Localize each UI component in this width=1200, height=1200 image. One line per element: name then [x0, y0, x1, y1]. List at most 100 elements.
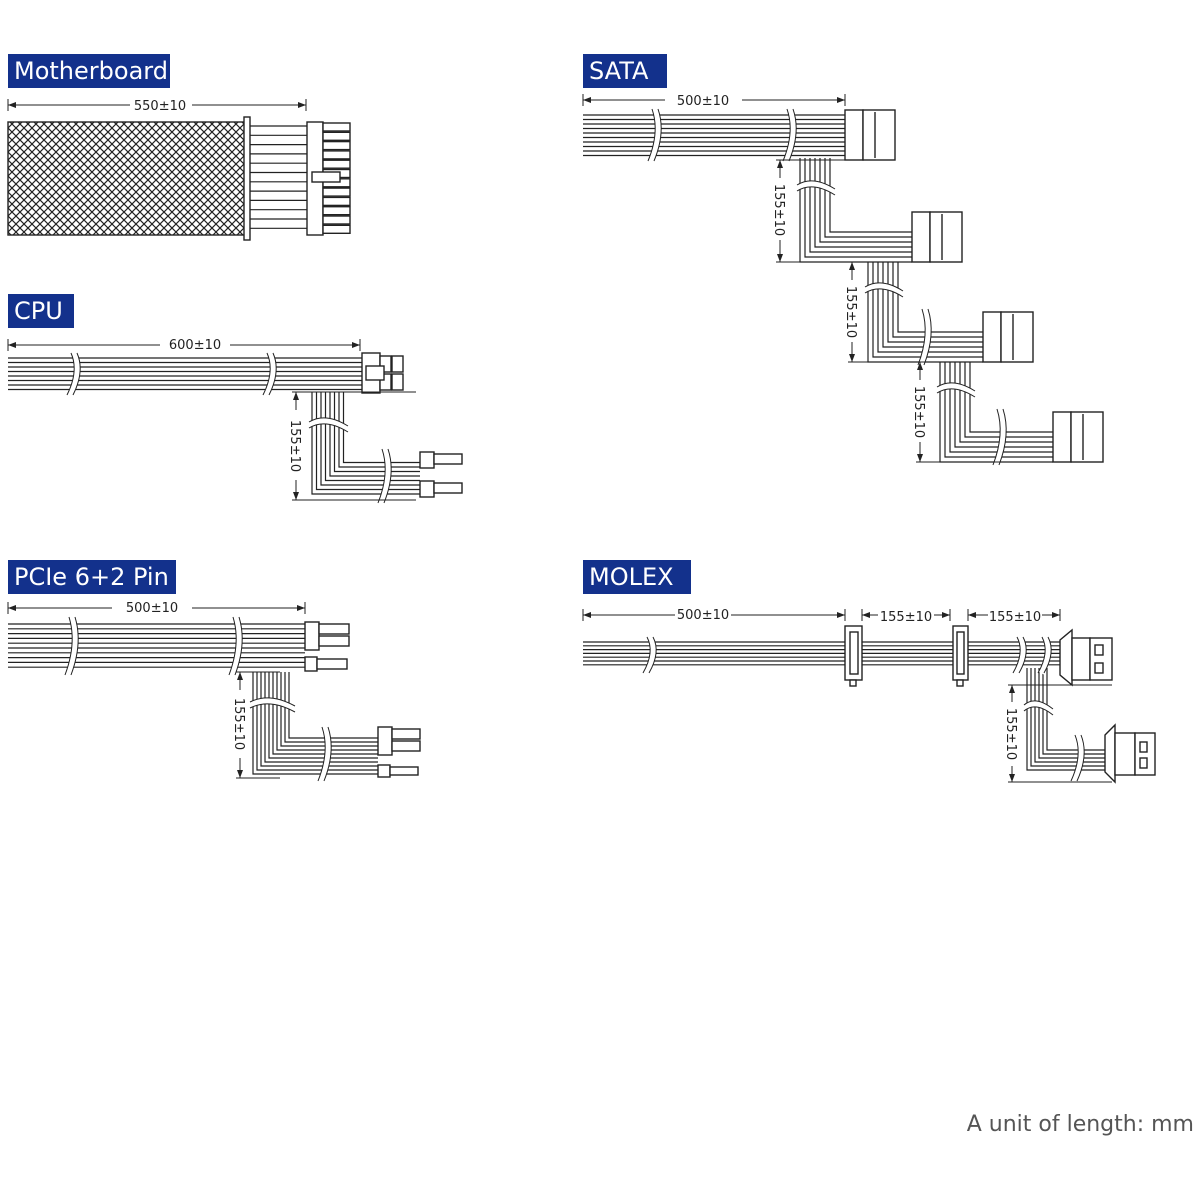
branch-wire — [256, 672, 378, 771]
branch-wire — [1030, 668, 1105, 767]
pcie-length-dim: 500±10 — [126, 601, 178, 616]
connector-pin — [391, 740, 421, 752]
sata-connector-plug — [1070, 411, 1104, 463]
branch-wire — [280, 672, 378, 747]
branch-wire — [944, 362, 1053, 458]
sata-connector-plug — [862, 109, 896, 161]
connector-housing — [304, 621, 320, 651]
connector-tab — [849, 679, 857, 687]
sata-connector-body — [911, 211, 931, 263]
wire-break-mark — [1071, 733, 1085, 783]
connector-pin — [391, 728, 421, 740]
connector-pin — [391, 355, 404, 373]
branch-wire — [315, 392, 420, 491]
connector-pin — [322, 159, 351, 169]
sata-branch-dim-1: 155±10 — [771, 184, 786, 236]
wire-break-mark — [249, 697, 296, 713]
wire-break-mark — [1037, 636, 1052, 674]
connector-tab — [956, 679, 964, 687]
connector-pin — [322, 215, 351, 225]
wire-break-mark — [935, 382, 977, 397]
branch-wire — [342, 392, 420, 464]
wire-break-mark — [918, 308, 932, 367]
branch-wire — [284, 672, 378, 743]
molex-segment-dim-2: 155±10 — [989, 610, 1041, 625]
connector-housing — [419, 480, 435, 498]
connector-pin — [322, 196, 351, 207]
unit-note: A unit of length: mm — [966, 1112, 1194, 1137]
sata-branch-dim-3: 155±10 — [911, 386, 926, 438]
cpu-branch-dim: 155±10 — [287, 420, 302, 472]
branch-wire — [829, 158, 912, 233]
branch-wire — [276, 672, 378, 751]
wire-break-mark — [863, 282, 905, 297]
branch-wire — [964, 362, 1053, 438]
cpu-length-dim: 600±10 — [169, 338, 221, 353]
molex-pin — [1139, 741, 1148, 753]
wire-break-mark — [65, 616, 79, 677]
wire-break-mark — [64, 616, 79, 676]
connector-pin — [322, 150, 351, 160]
wire-break-mark — [229, 616, 243, 677]
wire-break-mark — [647, 108, 662, 162]
wire-break-mark — [1022, 700, 1055, 715]
wire-break-mark — [992, 408, 1007, 466]
branch-wire — [897, 262, 983, 333]
wire-break-mark — [796, 180, 836, 196]
branch-wire — [819, 158, 912, 243]
branch-wire — [877, 262, 983, 353]
wire-break-mark — [1012, 636, 1027, 674]
branch-wire — [288, 672, 378, 739]
molex-connector-body — [1114, 732, 1136, 776]
sleeve-ring — [243, 116, 251, 241]
wire-break-mark — [262, 352, 277, 396]
branch-wire — [252, 672, 378, 775]
wire-break-mark — [263, 351, 277, 397]
connector-pin — [433, 453, 463, 465]
branch-wire — [954, 362, 1053, 448]
branch-wire — [969, 362, 1053, 433]
connector-pin — [322, 122, 351, 132]
branch-wire — [872, 262, 983, 358]
connector-detail — [956, 631, 965, 675]
branch-wire — [809, 158, 912, 253]
wire-break-mark — [1023, 700, 1054, 716]
wire-break-mark — [1070, 734, 1085, 782]
connector-pin — [379, 373, 392, 391]
connector-pin — [318, 635, 350, 647]
connector-pin — [316, 658, 348, 670]
molex-connector-flange — [1104, 723, 1116, 784]
wire-break-mark — [67, 351, 81, 397]
connector-pin — [379, 355, 392, 373]
molex-title: MOLEX — [583, 560, 691, 594]
wire-break-mark — [795, 180, 837, 195]
pcie-branch-dim: 155±10 — [231, 698, 246, 750]
wire-break-mark — [782, 108, 797, 162]
molex-length-dim: 500±10 — [677, 608, 729, 623]
molex-connector-body — [1071, 637, 1091, 681]
wire-break-mark — [864, 282, 904, 298]
connector-latch — [311, 171, 341, 183]
connector-pin — [433, 482, 463, 494]
connector-housing — [377, 726, 393, 756]
molex-branch-dim: 155±10 — [1003, 708, 1018, 760]
branch-wire — [260, 672, 378, 767]
molex-pin — [1094, 644, 1104, 656]
branch-wire — [882, 262, 983, 348]
sata-connector-plug — [1000, 311, 1034, 363]
wire-break-mark — [308, 417, 349, 433]
motherboard-title: Motherboard — [8, 54, 170, 88]
motherboard-length-dim: 550±10 — [134, 99, 186, 114]
connector-pin — [322, 131, 351, 142]
sata-branch-dim-2: 155±10 — [843, 286, 858, 338]
wire-break-mark — [317, 726, 332, 782]
connector-pin — [322, 140, 351, 151]
wire-break-mark — [377, 448, 392, 504]
connector-pin — [322, 187, 351, 197]
wire-break-mark — [248, 697, 297, 712]
wire-break-mark — [228, 616, 243, 676]
connector-housing — [419, 451, 435, 469]
connector-housing — [304, 656, 318, 672]
sata-length-dim: 500±10 — [677, 94, 729, 109]
